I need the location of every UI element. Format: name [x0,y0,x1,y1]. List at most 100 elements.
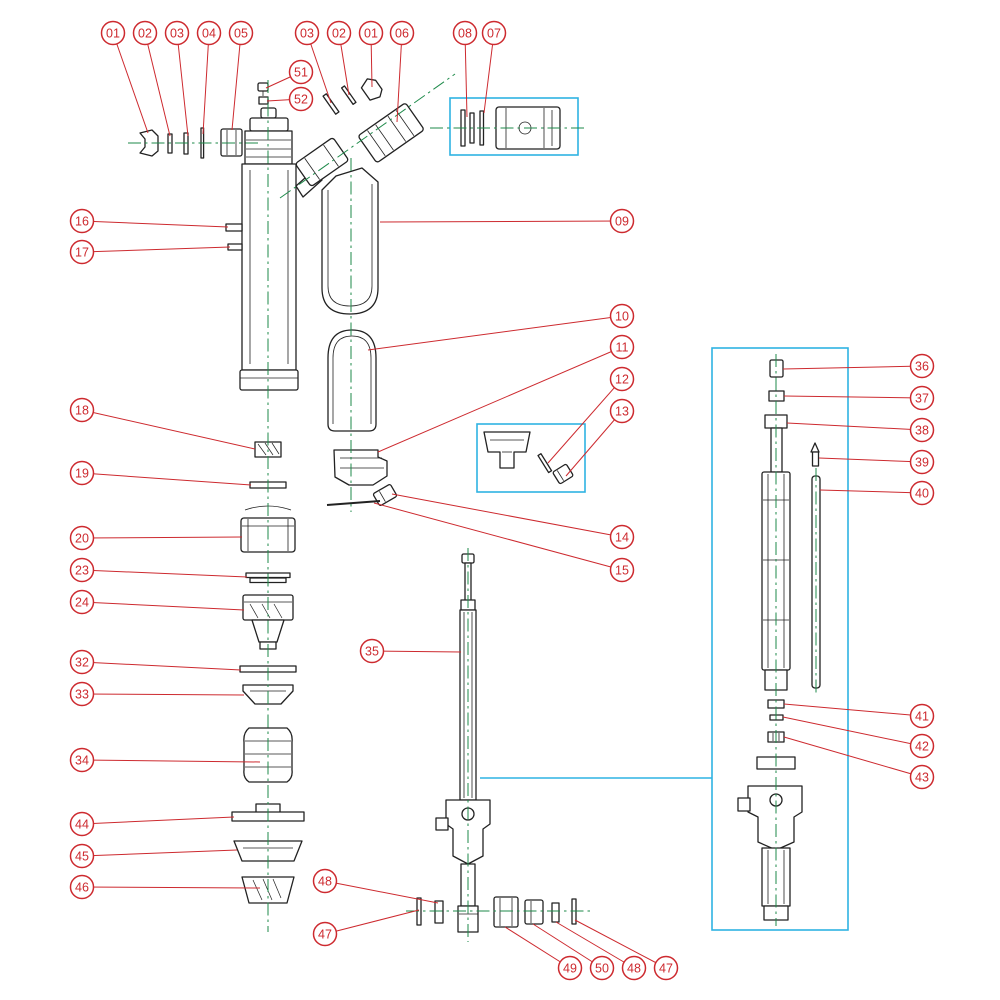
callout-33: 33 [69,681,245,707]
callout-bubble-03 [294,20,320,46]
callout-24: 24 [69,589,245,615]
leader-line-12 [547,378,623,464]
callout-20: 20 [69,525,243,551]
callout-number: 09 [615,215,629,229]
callout-bubble-39 [909,449,935,475]
leader-line-38 [786,422,923,431]
leader-line-08 [464,32,468,118]
callout-49: 49 [504,926,583,981]
callout-bubble-47 [653,955,679,981]
callout-bubble-15 [609,557,635,583]
leader-line-33 [81,693,245,696]
callout-bubble-49 [557,955,583,981]
part-needle-15 [326,500,381,506]
leader-line-34 [81,759,261,763]
leader-line-48 [324,880,439,904]
part-disc-03-upper [322,93,340,115]
callout-35: 35 [359,638,462,664]
leader-line-24 [81,601,245,611]
callout-42: 42 [782,716,935,759]
callout-number: 12 [615,373,629,387]
leader-line-18 [81,409,256,450]
detail-boxes [449,97,849,931]
leader-line-48 [555,921,635,969]
callout-10: 10 [367,303,635,351]
callout-bubble-42 [909,733,935,759]
part-cap-01-upper [360,78,383,101]
callout-number: 20 [75,532,89,546]
callout-number: 03 [170,27,184,41]
part-reservoir-cap-06 [358,103,424,163]
leader-line-11 [377,346,623,453]
callout-bubble-03 [164,20,190,46]
part-bushing-50 [524,899,544,925]
callout-bubble-37 [909,385,935,411]
leader-line-06 [396,32,403,123]
detail-box-top [449,97,579,156]
callout-03: 03 [164,20,190,137]
leader-line-16 [81,220,229,228]
leader-line-46 [81,886,261,889]
leader-line-15 [373,502,623,571]
leader-line-45 [81,849,238,857]
callout-number: 46 [75,881,89,895]
callout-number: 17 [75,246,89,260]
callout-15: 15 [373,502,635,583]
callout-bubble-38 [909,417,935,443]
callout-bubble-02 [132,20,158,46]
callout-bubble-47 [312,921,338,947]
leader-line-39 [818,457,923,463]
callout-number: 24 [75,596,89,610]
callout-41: 41 [783,703,935,729]
callout-number: 16 [75,215,89,229]
callout-03: 03 [294,20,332,104]
callout-bubble-46 [69,874,95,900]
leader-line-17 [81,246,231,253]
part-fitting-17 [227,243,243,251]
callout-43: 43 [783,736,935,790]
leader-line-13 [565,410,623,477]
callout-bubble-06 [389,20,415,46]
callout-48: 48 [555,921,647,981]
callout-number: 07 [487,27,501,41]
part-reservoir-09 [321,167,379,315]
callout-44: 44 [69,811,235,837]
callout-number: 32 [75,656,89,670]
callout-16: 16 [69,208,229,234]
part-detail-nut-13 [552,463,574,485]
callout-bubble-41 [909,703,935,729]
callout-number: 36 [915,360,929,374]
callout-36: 36 [782,353,935,379]
callout-bubble-35 [359,638,385,664]
callout-bubble-09 [609,208,635,234]
leader-line-36 [782,365,923,370]
callout-bubble-19 [69,460,95,486]
callout-14: 14 [391,493,635,550]
callout-number: 45 [75,850,89,864]
part-compression-adjuster-11 [333,449,388,486]
callout-number: 18 [75,404,89,418]
callout-52: 52 [266,86,314,112]
callout-bubble-18 [69,397,95,423]
leader-line-20 [81,536,243,539]
callout-number: 04 [202,27,216,41]
leader-line-40 [819,489,923,494]
leader-line-44 [81,816,235,825]
callout-bubble-36 [909,353,935,379]
callout-number: 47 [659,962,673,976]
callout-number: 48 [318,875,332,889]
callout-number: 44 [75,818,89,832]
part-fitting-16 [225,223,243,232]
callout-number: 10 [615,310,629,324]
leader-line-09 [379,220,623,223]
callout-bubble-34 [69,747,95,773]
leader-line-47 [324,909,420,935]
detail-box-middle [476,423,586,493]
callout-number: 40 [915,487,929,501]
callout-19: 19 [69,460,252,486]
callout-bubble-33 [69,681,95,707]
callout-09: 09 [379,208,635,234]
callout-number: 33 [75,688,89,702]
callout-number: 01 [106,27,120,41]
